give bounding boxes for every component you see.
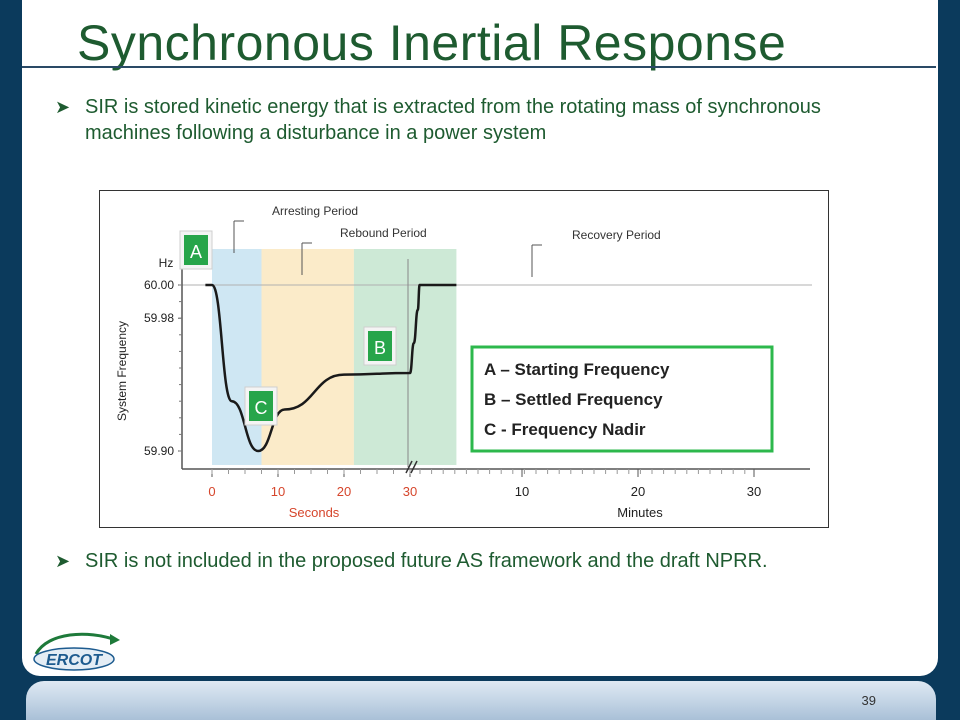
legend-entry: B – Settled Frequency xyxy=(484,390,663,409)
period-bracket xyxy=(301,242,312,275)
marker-label: B xyxy=(374,338,386,358)
logo-text: ERCOT xyxy=(46,652,103,669)
marker-label: A xyxy=(190,242,202,262)
x-segment-label: Minutes xyxy=(617,505,663,520)
page-title: Synchronous Inertial Response xyxy=(77,15,787,71)
axis-break-mark xyxy=(410,460,418,474)
bullet-item: ➤ SIR is stored kinetic energy that is e… xyxy=(55,94,905,146)
period-label: Rebound Period xyxy=(340,226,427,240)
period-bracket xyxy=(531,244,542,277)
bullet-text: SIR is stored kinetic energy that is ext… xyxy=(85,96,821,144)
period-band xyxy=(261,249,354,465)
y-tick-label: 59.98 xyxy=(144,311,174,325)
legend-entry: C - Frequency Nadir xyxy=(484,420,646,439)
bullet-text: SIR is not included in the proposed futu… xyxy=(85,550,768,572)
legend-entry: A – Starting Frequency xyxy=(484,360,670,379)
axis-break-mark xyxy=(405,460,413,474)
x-tick-label: 0 xyxy=(208,484,215,499)
arrow-bullet-icon: ➤ xyxy=(55,551,71,571)
marker-box xyxy=(368,331,392,361)
y-unit-label: Hz xyxy=(159,256,174,270)
period-label: Arresting Period xyxy=(272,204,358,218)
x-tick-label: 10 xyxy=(271,484,285,499)
y-axis-title: System Frequency xyxy=(115,321,129,421)
x-tick-label: 20 xyxy=(337,484,351,499)
period-band xyxy=(212,249,262,465)
footer-bar: 39 xyxy=(26,681,936,720)
period-bracket xyxy=(233,220,244,253)
marker-box xyxy=(184,235,208,265)
bullet-item: ➤ SIR is not included in the proposed fu… xyxy=(55,546,885,576)
period-label: Recovery Period xyxy=(572,228,661,242)
x-tick-label: 10 xyxy=(515,484,529,499)
frequency-curve xyxy=(205,283,457,453)
x-segment-label: Seconds xyxy=(289,505,340,520)
x-tick-label: 20 xyxy=(631,484,645,499)
x-tick-label: 30 xyxy=(747,484,761,499)
ercot-logo: ERCOT xyxy=(33,632,120,671)
page-number: 39 xyxy=(861,693,876,708)
x-tick-label: 30 xyxy=(403,484,417,499)
marker-box xyxy=(249,391,273,421)
y-tick-label: 59.90 xyxy=(144,444,174,458)
arrow-bullet-icon: ➤ xyxy=(55,97,71,117)
legend-box xyxy=(470,345,774,453)
title-divider xyxy=(22,66,936,68)
y-tick-label: 60.00 xyxy=(144,278,174,292)
marker-label: C xyxy=(255,398,268,418)
